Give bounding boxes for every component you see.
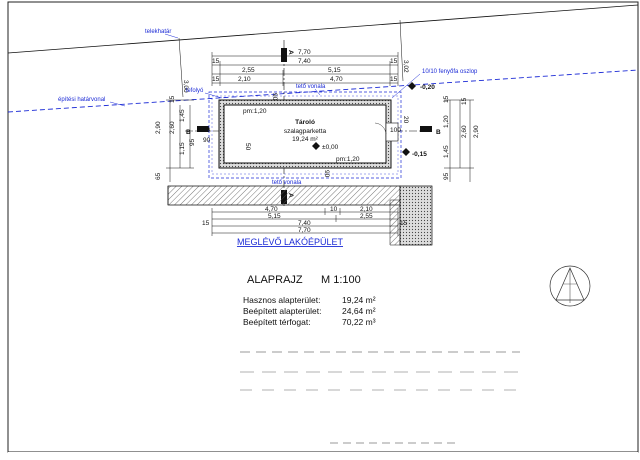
dim-inner-100: 100 <box>390 127 401 134</box>
dim-right-b: 1,20 <box>443 115 450 128</box>
dim-left-f: 95 <box>189 138 196 146</box>
top-dimensions <box>211 52 399 86</box>
existing-building-wall-inner <box>389 199 401 246</box>
dim-bot-right: 15 <box>400 220 408 227</box>
dim-inner-20: 20 <box>402 116 409 124</box>
plan-title: ALAPRAJZ <box>247 274 303 286</box>
dim-inner-50: 50 <box>244 143 251 151</box>
dim-left-c: 15 <box>169 95 176 103</box>
slope-dim-left <box>178 37 184 98</box>
roof-line-top-leader <box>314 88 321 96</box>
right-dimensions <box>444 99 474 182</box>
dim-left-a: 2,90 <box>155 121 162 134</box>
plan-row-2-label: Beépített alapterület: <box>243 306 321 316</box>
plan-row-3-label: Beépített térfogat: <box>243 317 311 327</box>
door-step <box>385 122 399 142</box>
north-arrow-icon <box>549 265 591 307</box>
drain-label: lefolyó <box>186 88 204 94</box>
room-name: Tároló <box>295 119 315 126</box>
dim-top-row3-b: 5,15 <box>328 67 341 74</box>
section-b-right-label: B <box>436 129 441 136</box>
drain-leader <box>204 92 223 99</box>
sheet-frame <box>7 1 639 453</box>
slope-dim-left-label: 3,00 <box>182 80 189 93</box>
roof-line-bottom-label: tető vonala <box>272 180 302 186</box>
dim-right-e: 15 <box>461 97 468 105</box>
existing-building-wall <box>399 185 433 246</box>
sheet-bottom-bar <box>8 452 638 458</box>
dim-top-row2: 7,40 <box>298 58 311 65</box>
existing-building-title: MEGLÉVŐ LAKÓÉPÜLET <box>237 237 344 247</box>
level-right-top: -0,20 <box>420 84 435 91</box>
post-label: 10/10 fenyőfa oszlop <box>422 69 478 75</box>
dim-bot-left: 15 <box>202 220 210 227</box>
section-b-left-label: B <box>186 129 191 136</box>
plan-row-1-label: Hasznos alapterület: <box>243 295 321 305</box>
room-level-marker <box>312 142 320 150</box>
dim-inner-90-bot: 90 <box>323 170 330 178</box>
left-dimensions <box>166 99 194 182</box>
room-floor: szalagparketta <box>284 128 327 135</box>
plot-boundary-leader <box>164 33 179 39</box>
dim-top-row4-a: 2,10 <box>238 76 251 83</box>
room-interior <box>223 104 387 164</box>
slope-dim-right-label: 3,02 <box>402 60 409 73</box>
section-a-top-label: A <box>287 50 294 55</box>
building-line <box>7 69 639 113</box>
room-area: 19,24 m² <box>292 136 318 143</box>
dim-right-f: 1,45 <box>443 145 450 158</box>
dim-bot-row1-a: 4,70 <box>265 206 278 213</box>
post-leader <box>391 73 421 99</box>
dim-top-row4-left: 15 <box>212 76 220 83</box>
plan-row-2-value: 24,64 m² <box>342 306 376 316</box>
pm-bottom: pm:1,20 <box>336 156 360 163</box>
level-marker-right-top <box>408 82 416 90</box>
building-line-leader <box>109 101 126 107</box>
dim-left-e: 1,15 <box>179 142 186 155</box>
roof-line-top-label: tető vonala <box>296 84 326 90</box>
roof-outline <box>208 91 402 179</box>
existing-building-hatch <box>167 185 401 206</box>
dim-right-g: 95 <box>443 172 450 180</box>
dim-right-c: 2,60 <box>461 125 468 138</box>
dim-right-a: 15 <box>443 95 450 103</box>
plot-boundary-line <box>7 4 639 54</box>
dim-inner-90-left: 90 <box>203 127 211 134</box>
dim-bot-row2-b: 2,55 <box>360 213 373 220</box>
bottom-dimensions <box>211 208 399 236</box>
level-marker-right-mid <box>402 148 410 156</box>
dim-top-row4-right: 15 <box>390 76 398 83</box>
dim-top-row2-left: 15 <box>212 58 220 65</box>
dim-right-d: 2,90 <box>473 125 480 138</box>
dim-top-row4-b: 4,70 <box>330 76 343 83</box>
dim-left-g: 65 <box>155 172 162 180</box>
dim-bot-row1-b: 10 <box>330 206 338 213</box>
plan-scale: M 1:100 <box>321 274 361 286</box>
section-b-right-marker <box>420 126 432 132</box>
dim-bot-row2-a: 5,15 <box>268 213 281 220</box>
room-level: ±0,00 <box>322 144 339 151</box>
dim-top-row2-right: 15 <box>390 58 398 65</box>
dim-top-row1: 7,70 <box>298 49 311 56</box>
dim-inner-90-right: 90 <box>203 137 211 144</box>
dim-left-b: 2,60 <box>169 121 176 134</box>
slope-dim-right <box>399 19 404 82</box>
section-b-left-marker <box>197 126 209 132</box>
dim-top-row3-a: 2,55 <box>242 67 255 74</box>
dim-left-d: 1,45 <box>179 109 186 122</box>
dim-bot-row3: 7,40 <box>298 220 311 227</box>
pm-top: pm:1,20 <box>243 108 267 115</box>
section-a-top-marker <box>281 48 287 62</box>
plan-row-1-value: 19,24 m² <box>342 295 376 305</box>
level-right-mid: -0,15 <box>412 151 427 158</box>
plot-boundary-label: telekhatár <box>145 29 171 35</box>
dim-bot-row1-c: 2,10 <box>360 206 373 213</box>
dim-bot-row4: 7,70 <box>298 227 311 234</box>
door-swing <box>374 122 387 135</box>
plan-row-3-value: 70,22 m³ <box>342 317 376 327</box>
building-line-label: építési határvonal <box>58 97 105 103</box>
dim-inner-90-top: 90 <box>271 93 278 101</box>
